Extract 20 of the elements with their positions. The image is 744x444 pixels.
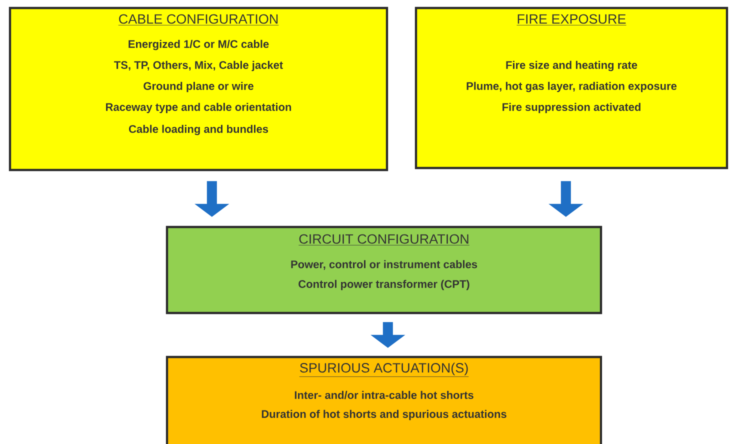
process-box [414,6,728,170]
box-title: CIRCUIT CONFIGURATION [298,234,470,246]
process-box [166,226,602,314]
box-title: SPURIOUS ACTUATION(S) [299,362,469,377]
box-text: Inter- and/or intra-cable hot shorts [294,390,474,400]
process-box [8,6,388,172]
box-text: Fire size and heating rate [506,60,638,72]
box-text: Fire suppression activated [502,102,640,114]
box-text: Control power transformer (CPT) [298,280,470,290]
box-title: CABLE CONFIGURATION [118,14,279,26]
box-text: Power, control or instrument cables [291,260,478,270]
box-text: Plume, hot gas layer, radiation exposure [466,82,677,92]
box-text: TS, TP, Others, Mix, Cable jacket [114,60,283,72]
box-text: Energized 1/C or M/C cable [128,40,269,50]
box-text: Cable loading and bundles [128,124,268,136]
box-text: Raceway type and cable orientation [106,102,292,114]
process-box [166,356,602,444]
box-text: Ground plane or wire [144,82,254,92]
box-title: FIRE EXPOSURE [516,14,626,26]
box-text: Duration of hot shorts and spurious actuations [262,410,506,420]
